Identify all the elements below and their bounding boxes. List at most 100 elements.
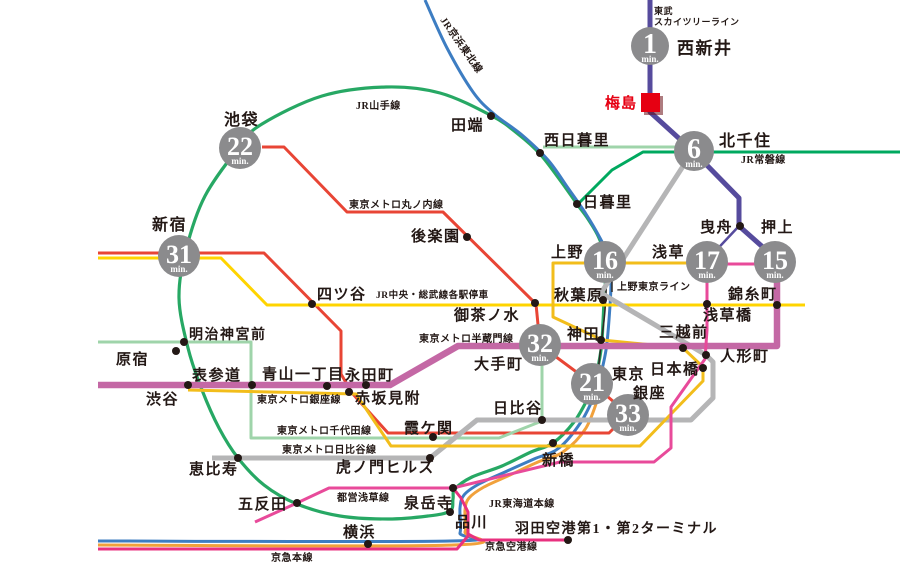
station-label-神田: 神田 <box>567 325 600 343</box>
badge-minutes-新宿: 31 <box>166 240 192 269</box>
line-label-JR常磐線: JR常磐線 <box>741 153 786 166</box>
station-dot-羽田空港第1・第2ターミナル <box>564 536 572 544</box>
station-dot-恵比寿 <box>234 454 242 462</box>
station-dot-品川 <box>446 508 454 516</box>
station-label-霞ケ関: 霞ケ関 <box>404 419 454 437</box>
line-toei-asakusa <box>254 262 774 524</box>
line-label-東京メトロ日比谷線: 東京メトロ日比谷線 <box>282 443 377 456</box>
station-label-銀座: 銀座 <box>633 384 666 402</box>
station-label-押上: 押上 <box>761 218 794 236</box>
line-chiyoda-west <box>98 340 544 440</box>
line-label-JR中央・総武線各駅停車: JR中央・総武線各駅停車 <box>376 289 489 301</box>
line-label-東京メトロ銀座線: 東京メトロ銀座線 <box>257 393 341 406</box>
station-label-新宿: 新宿 <box>152 215 187 234</box>
station-dot-錦糸町 <box>773 301 781 309</box>
badge-minutes-銀座: 33 <box>615 399 641 428</box>
station-dot-永田町 <box>362 381 370 389</box>
line-tokaido <box>97 391 602 548</box>
station-dot-横浜 <box>364 540 372 548</box>
station-label-品川: 品川 <box>455 514 488 531</box>
station-dot-曳舟 <box>736 222 744 230</box>
station-dot-明治神宮前 <box>180 338 188 346</box>
station-label-青山一丁目: 青山一丁目 <box>262 365 345 383</box>
badge-unit-銀座: min. <box>619 423 636 433</box>
station-dot-人形町 <box>702 351 710 359</box>
line-label-東武: 東武 <box>654 5 673 16</box>
station-dot-原宿 <box>172 347 180 355</box>
station-label-西日暮里: 西日暮里 <box>544 131 610 149</box>
station-label-池袋: 池袋 <box>224 110 259 129</box>
station-label-羽田空港第1・第2ターミナル: 羽田空港第1・第2ターミナル <box>515 520 718 537</box>
badge-unit-北千住: min. <box>685 159 702 169</box>
station-dot-渋谷 <box>184 381 192 389</box>
line-keikyu-main <box>98 487 470 551</box>
station-dot-青山一丁目 <box>323 382 331 390</box>
station-label-御茶ノ水: 御茶ノ水 <box>453 306 520 324</box>
station-dot-赤坂見附 <box>345 388 353 396</box>
time-badge-西新井 <box>631 27 669 65</box>
station-label-虎ノ門ヒルズ: 虎ノ門ヒルズ <box>336 458 435 476</box>
badge-minutes-上野: 16 <box>592 246 618 275</box>
badge-unit-大手町: min. <box>531 353 548 363</box>
badge-minutes-大手町: 32 <box>527 329 553 358</box>
origin-label: 梅島 <box>605 94 637 112</box>
station-label-泉岳寺: 泉岳寺 <box>403 494 454 512</box>
line-label-東京メトロ千代田線: 東京メトロ千代田線 <box>277 424 372 437</box>
badge-minutes-押上: 15 <box>762 246 788 275</box>
station-dot-浅草橋 <box>703 300 711 308</box>
station-dot-五反田 <box>293 499 301 507</box>
station-label-五反田: 五反田 <box>238 496 288 513</box>
station-dot-泉岳寺 <box>449 484 457 492</box>
station-label-田端: 田端 <box>451 116 484 134</box>
station-dot-四ツ谷 <box>308 300 316 308</box>
station-label-秋葉原: 秋葉原 <box>554 286 604 304</box>
time-badge-大手町 <box>519 324 561 366</box>
station-label-東京: 東京 <box>612 365 645 383</box>
badge-minutes-浅草: 17 <box>694 246 720 275</box>
station-dot-西日暮里 <box>536 149 544 157</box>
station-label-後楽園: 後楽園 <box>410 227 461 245</box>
station-dot-秋葉原 <box>599 296 607 304</box>
line-label-東京メトロ丸ノ内線: 東京メトロ丸ノ内線 <box>349 198 444 211</box>
time-badge-銀座 <box>607 394 649 436</box>
badge-unit-東京: min. <box>583 392 600 402</box>
badge-unit-浅草: min. <box>698 270 715 280</box>
line-label-京急空港線: 京急空港線 <box>485 540 538 553</box>
badge-minutes-池袋: 22 <box>227 132 253 161</box>
time-badge-池袋 <box>219 127 261 169</box>
badge-unit-池袋: min. <box>231 156 248 166</box>
station-dot-霞ケ関 <box>429 433 437 441</box>
time-badge-新宿 <box>158 235 200 277</box>
time-badge-東京 <box>571 363 613 405</box>
time-badge-押上 <box>754 241 796 283</box>
station-label-四ツ谷: 四ツ谷 <box>317 286 367 303</box>
line-keikyu-airport <box>467 532 568 542</box>
time-badge-北千住 <box>674 131 714 171</box>
station-label-明治神宮前: 明治神宮前 <box>189 326 267 343</box>
station-dot-三越前 <box>679 344 687 352</box>
line-label-スカイツリーライン: スカイツリーライン <box>654 17 740 27</box>
station-label-渋谷: 渋谷 <box>146 390 179 408</box>
station-label-恵比寿: 恵比寿 <box>189 460 239 478</box>
station-label-表参道: 表参道 <box>192 366 242 384</box>
station-dot-日比谷 <box>538 416 546 424</box>
line-hanzomon <box>98 265 781 389</box>
station-label-新橋: 新橋 <box>542 451 575 469</box>
station-label-曳舟: 曳舟 <box>700 218 733 236</box>
station-dot-御茶ノ水 <box>531 299 539 307</box>
station-dot-後楽園 <box>463 233 471 241</box>
station-label-上野: 上野 <box>551 244 584 261</box>
time-badge-上野 <box>584 241 626 283</box>
station-label-日本橋: 日本橋 <box>650 360 700 378</box>
station-label-日暮里: 日暮里 <box>583 193 633 211</box>
line-label-京急本線: 京急本線 <box>271 551 313 564</box>
badge-unit-西新井: min. <box>641 54 658 64</box>
line-label-JR東海道本線: JR東海道本線 <box>489 497 555 510</box>
station-dot-新橋 <box>549 439 557 447</box>
station-label-人形町: 人形町 <box>720 347 770 365</box>
badge-unit-押上: min. <box>766 270 783 280</box>
badge-minutes-西新井: 1 <box>643 29 657 60</box>
